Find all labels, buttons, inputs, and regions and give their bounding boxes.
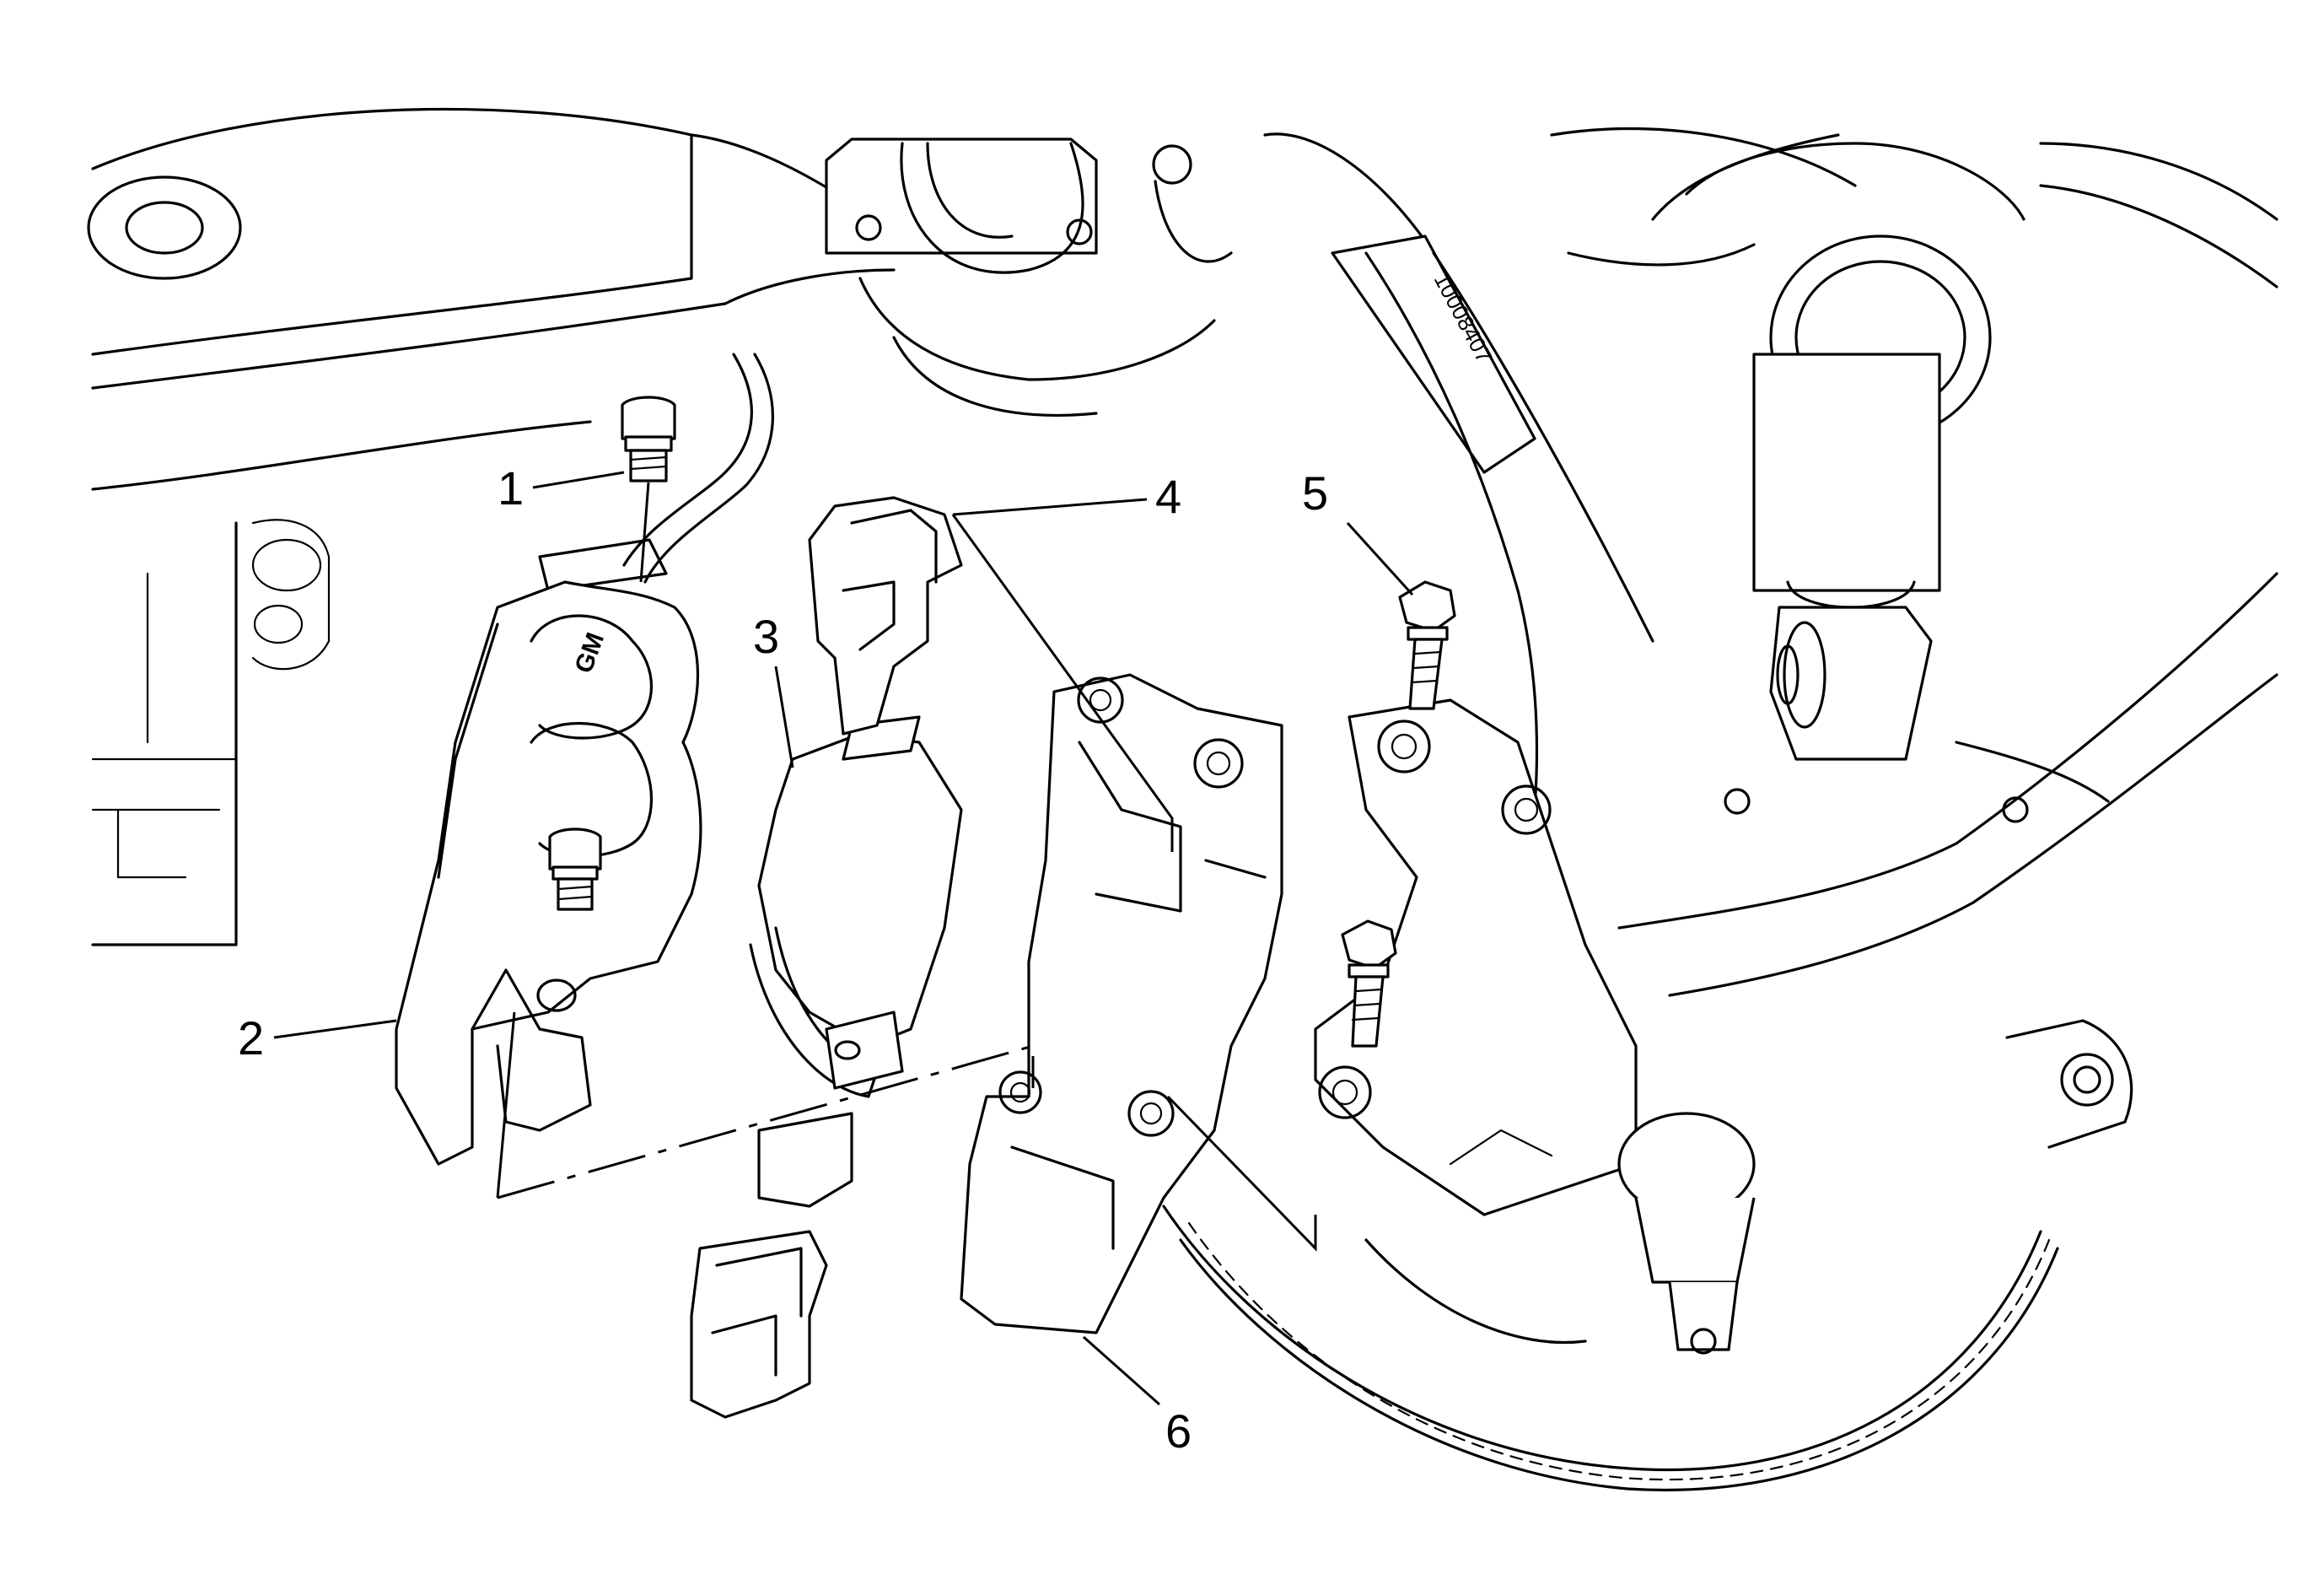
frame-rail [87,107,896,946]
pad-retainer-lower [690,1230,828,1419]
brake-pad-inner [749,715,963,1098]
brake-caliper: GM [395,580,702,1166]
caliper-bracket [960,673,1283,1334]
strut-assembly [1651,133,2278,761]
guide-bolt-lower [548,827,602,911]
brake-hose [538,353,774,592]
steering-knuckle [1314,698,1638,1216]
bracket-bolt-lower [1341,919,1397,1048]
callout-labels: 1 2 3 4 5 6 [238,461,1328,1458]
pad-retainer-upper [808,496,963,736]
callout-1: 1 [498,461,524,515]
brake-pad-outer [757,1112,853,1208]
bracket-bolt-upper [1398,580,1456,710]
leader-lines [273,471,1414,1406]
callout-3: 3 [753,610,779,663]
stabilizer-bracket [825,137,1233,417]
callout-5: 5 [1302,466,1328,520]
callout-2: 2 [238,1011,264,1065]
alignment-lines [496,514,1317,1252]
brake-rotor [1162,1205,2059,1492]
callout-6: 6 [1165,1404,1192,1458]
ball-joint [1617,1112,1756,1355]
callout-4: 4 [1155,470,1181,523]
guide-bolt-upper [621,396,676,583]
